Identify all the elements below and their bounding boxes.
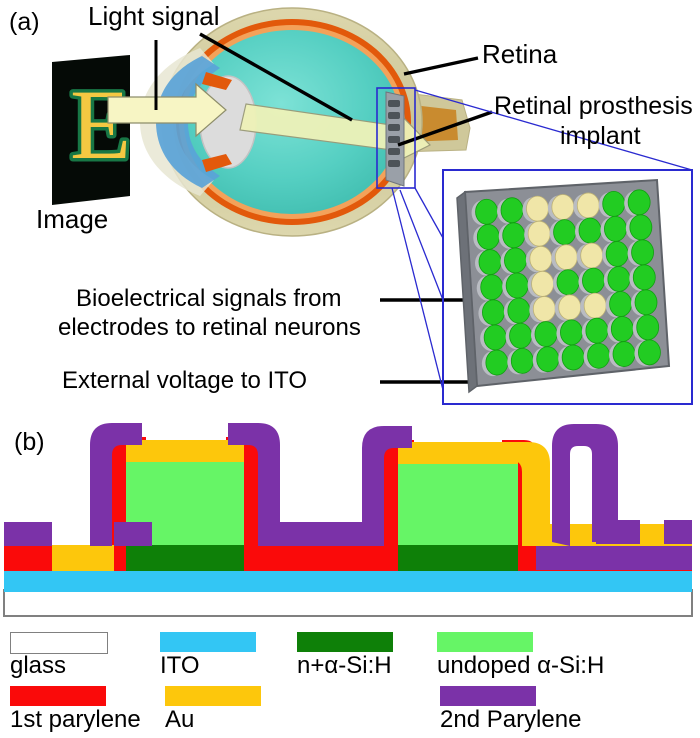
legend-swatch [297, 632, 393, 652]
electrode-inactive [476, 224, 500, 250]
layer-2nd-parylene [4, 423, 692, 570]
label-image: Image [36, 204, 109, 234]
electrode-inactive [636, 314, 660, 341]
panel-a-tag: (a) [9, 8, 40, 36]
legend-row-2: 1st parylene Au 2nd Parylene [0, 686, 700, 738]
electrode-inactive [536, 346, 560, 373]
electrode-inactive [634, 289, 658, 316]
electrode-inactive [560, 319, 583, 346]
electrode-inactive [609, 291, 632, 317]
label-light-signal: Light signal [88, 1, 220, 31]
electrode-inactive [502, 222, 526, 249]
electrode-inactive [612, 341, 636, 367]
electrode-inactive [587, 342, 610, 369]
electrode-active [558, 294, 582, 321]
electrode-inactive [585, 317, 609, 344]
legend-label: 1st parylene [10, 706, 141, 733]
legend-swatch [437, 632, 533, 652]
electrode-inactive [534, 321, 558, 347]
electrode-inactive [509, 322, 532, 349]
electrode-inactive [561, 344, 585, 371]
legend-label: 2nd Parylene [440, 706, 582, 733]
electrode-active [532, 296, 556, 322]
legend-label: glass [10, 652, 67, 679]
layer-ito [4, 570, 692, 592]
callout-frame [442, 169, 693, 405]
eye-schematic-graphic: E E [52, 7, 693, 405]
label-implant-line2: implant [560, 122, 641, 150]
legend-label: n+α-Si:H [297, 652, 392, 679]
legend-label: undoped α-Si:H [437, 652, 605, 679]
legend: glass ITO n+α-Si:H undoped α-Si:H 1st paryl… [0, 632, 700, 738]
label-bioelectrical-line1: Bioelectrical signals from [76, 285, 342, 312]
legend-swatch [10, 686, 106, 706]
electrode-inactive [607, 266, 631, 292]
electrode-inactive [605, 241, 629, 267]
electrode-active [526, 195, 549, 222]
electrode-inactive [631, 239, 654, 266]
mesa1-n-doped-si [126, 545, 244, 571]
au-contact-left [52, 545, 114, 571]
electrode-inactive [604, 216, 627, 242]
electrode-active [527, 220, 551, 247]
electrode-active [554, 244, 578, 271]
electrode-active [583, 292, 607, 319]
mesa2-n-doped-si [398, 545, 518, 571]
electrode-inactive [629, 214, 653, 241]
electrode-array [456, 178, 671, 394]
legend-row-1: glass ITO n+α-Si:H undoped α-Si:H [0, 632, 700, 684]
electrode-inactive [505, 272, 529, 299]
label-bioelectrical-line2: electrodes to retinal neurons [58, 314, 361, 341]
legend-swatch [10, 632, 108, 654]
layer-glass [3, 589, 693, 617]
electrode-inactive [475, 198, 498, 225]
electrode-inactive [610, 316, 634, 342]
electrode-inactive [500, 197, 524, 224]
legend-label: Au [165, 706, 195, 733]
incoming-light-arrow [107, 82, 227, 138]
electrode-inactive [556, 269, 580, 296]
label-retina: Retina [482, 39, 558, 69]
label-implant-line1: Retinal prosthesis [494, 92, 693, 120]
cross-section-graphic [3, 423, 693, 617]
electrode-inactive [638, 339, 661, 366]
electrode-inactive [478, 249, 502, 275]
mesa2-undoped-si [398, 464, 518, 545]
mesa1-au-cap [126, 440, 244, 462]
electrode-inactive [553, 219, 576, 246]
electrode-inactive [632, 264, 656, 291]
electrode-active [531, 270, 554, 297]
electrode-inactive [483, 324, 507, 351]
electrode-inactive [578, 217, 602, 244]
legend-label: ITO [160, 652, 200, 679]
legend-swatch [165, 686, 261, 706]
electrode-active [529, 245, 553, 272]
electrode-active [551, 194, 575, 220]
legend-swatch [160, 632, 256, 652]
panel-b-tag: (b) [14, 428, 45, 456]
panel-b: (b) [0, 412, 700, 622]
electrode-inactive [485, 349, 509, 376]
electrode-inactive [504, 247, 527, 274]
legend-swatch [440, 686, 536, 706]
panel-a: (a) [9, 1, 693, 405]
svg-text:E: E [70, 69, 131, 180]
electrode-active [576, 192, 600, 219]
electrode-inactive [480, 274, 504, 301]
mesa2-au-cap [398, 442, 518, 464]
label-external-voltage: External voltage to ITO [62, 367, 308, 394]
electrode-inactive [582, 267, 605, 294]
electrode-inactive [507, 297, 531, 324]
callout-source-box [376, 87, 416, 189]
electrode-inactive [482, 299, 505, 326]
electrode-inactive [602, 190, 626, 217]
image-panel: E E [52, 55, 135, 205]
electrode-inactive [510, 347, 534, 374]
electrode-active [580, 242, 604, 269]
electrode-inactive [627, 189, 651, 216]
svg-text:E: E [70, 69, 131, 180]
